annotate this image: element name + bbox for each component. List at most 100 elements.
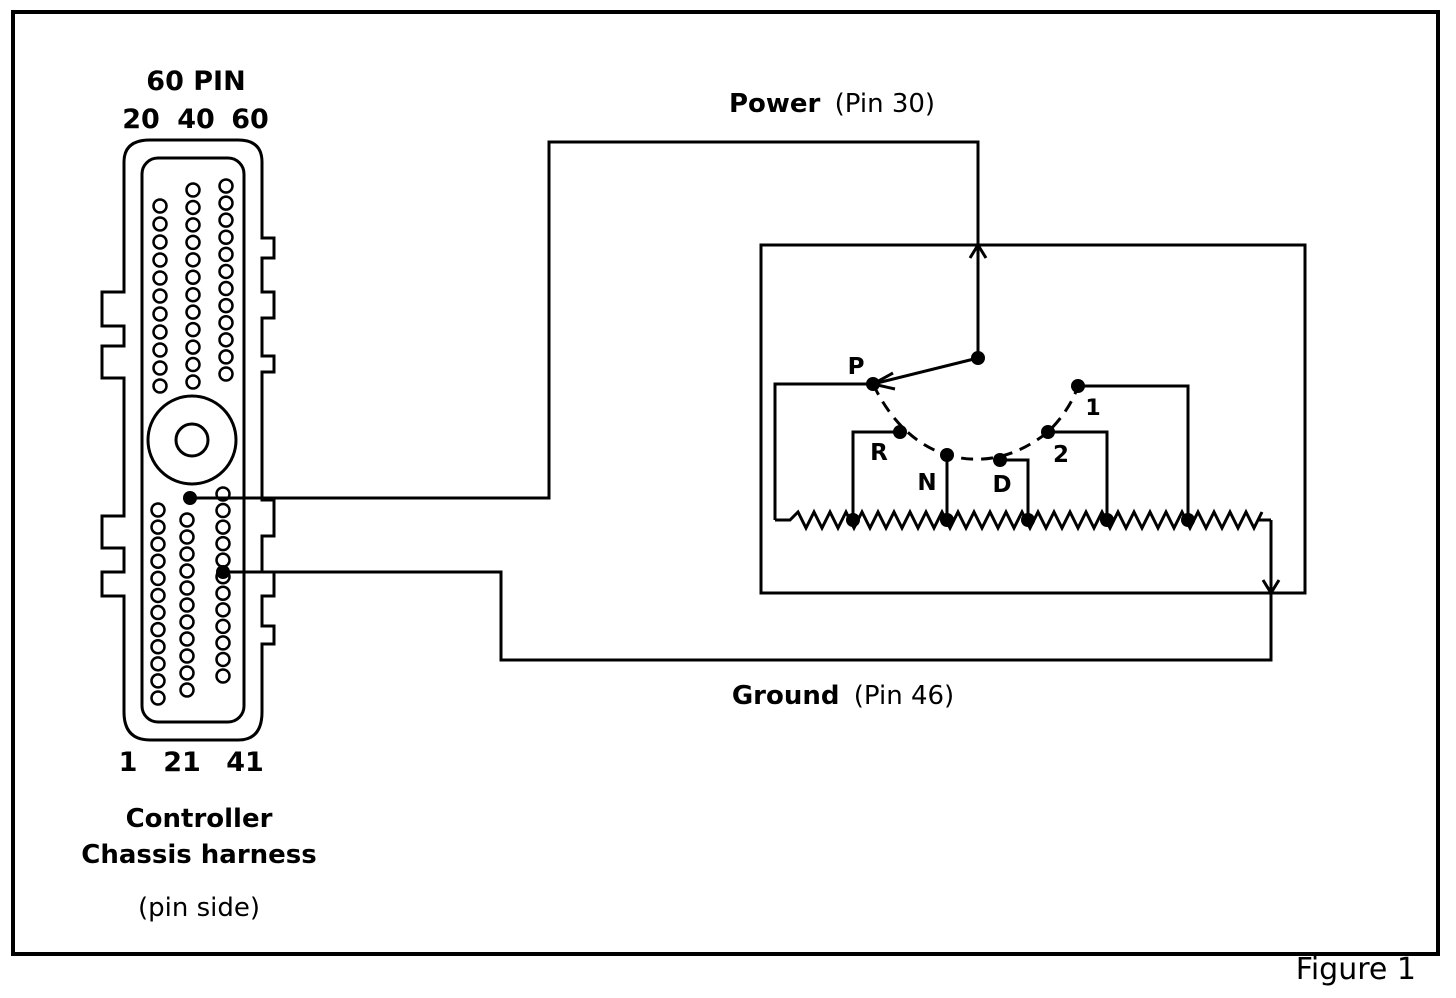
pin-hole [185, 269, 201, 286]
pin-hole [152, 216, 168, 232]
top-pin-label-40: 40 [177, 104, 215, 135]
pin-hole [150, 570, 166, 587]
ground-label-name: Ground [732, 681, 840, 711]
pin-hole [150, 621, 166, 638]
pin-hole [185, 304, 201, 320]
pin-hole [215, 519, 231, 535]
pin-hole [185, 374, 201, 390]
pin-hole [185, 252, 201, 268]
contact-dot-r [893, 425, 907, 439]
pin-hole [215, 486, 231, 502]
wiper-pivot-dot [971, 351, 985, 365]
pin-hole [185, 339, 201, 355]
pin-hole [215, 618, 231, 635]
range-switch [759, 242, 1307, 596]
pin-hole [218, 314, 234, 331]
connector-title: 60 PIN [146, 66, 245, 97]
ground-label: Ground (Pin 46) [732, 681, 954, 711]
figure-caption: Figure 1 [1295, 952, 1416, 987]
power-wire [190, 140, 980, 500]
power-entry-arrow [968, 242, 988, 259]
switch-label-1: 1 [1085, 396, 1100, 421]
pin-hole [215, 502, 231, 519]
pin-hole [150, 673, 166, 689]
ladder-node-2 [1100, 513, 1114, 527]
ladder-node-d [1021, 513, 1035, 527]
pin-hole [152, 198, 168, 214]
switch-label-p: P [848, 354, 865, 380]
contact-dot-p [866, 377, 880, 391]
pin-hole [185, 286, 201, 303]
contact-dot-n [940, 448, 954, 462]
tap-wire-2 [1048, 430, 1109, 520]
wires [190, 140, 1273, 662]
pin-hole [218, 332, 234, 348]
ground-label-pin: (Pin 46) [854, 681, 954, 711]
power-pin-junction [183, 491, 197, 505]
pin-hole [215, 552, 231, 568]
pin-hole [179, 512, 195, 528]
pin-hole [152, 252, 168, 268]
contact-dot-d [993, 453, 1007, 467]
switch-contact-arc [871, 383, 1080, 461]
pin-hole [150, 656, 166, 672]
resistor-ladder [775, 508, 1271, 532]
connector-name-line1: Controller [126, 804, 273, 834]
pin-hole [215, 651, 231, 668]
ladder-node-1 [1181, 513, 1195, 527]
pin-hole [150, 502, 166, 518]
pin-hole [218, 195, 234, 211]
pin-hole [152, 342, 168, 358]
tap-wire-d [1000, 458, 1030, 520]
pin-hole [179, 546, 195, 562]
switch-label-2: 2 [1053, 442, 1069, 468]
pin-hole [185, 234, 201, 251]
tap-wire-p [773, 382, 873, 520]
bottom-pin-label-21: 21 [163, 747, 201, 778]
switch-contact-dots [846, 351, 1195, 527]
bottom-pin-label-41: 41 [226, 747, 264, 778]
ladder-node-r [846, 513, 860, 527]
pin-hole [215, 668, 231, 684]
pin-hole [185, 182, 201, 198]
connector-key-ring [146, 394, 238, 486]
bottom-pin-label-1: 1 [119, 747, 138, 778]
pin-hole [152, 360, 168, 376]
pin-hole [179, 631, 195, 647]
ground-exit-arrow [1261, 579, 1281, 596]
power-label: Power (Pin 30) [729, 89, 935, 119]
pin-hole [185, 321, 201, 338]
pin-hole [150, 519, 166, 535]
pin-hole [218, 297, 234, 314]
connector-outer-shell [100, 138, 276, 742]
diagram-frame [11, 10, 1440, 956]
contact-dot-1 [1071, 379, 1085, 393]
pin-hole [185, 356, 201, 373]
pin-hole [218, 246, 234, 263]
pin-hole [179, 614, 195, 630]
top-pin-label-20: 20 [122, 104, 160, 135]
connector-60-pin [100, 138, 276, 742]
pin-hole [185, 199, 201, 216]
pin-hole [150, 638, 166, 655]
switch-label-r: R [870, 440, 888, 466]
ladder-node-n [940, 513, 954, 527]
pin-hole [179, 529, 195, 545]
pin-hole [179, 682, 195, 698]
wiper-arm [872, 356, 979, 386]
pin-hole [179, 580, 195, 596]
connector-side-note: (pin side) [138, 893, 260, 923]
pin-hole [152, 234, 168, 250]
pin-hole [218, 178, 234, 194]
pin-hole [215, 602, 231, 618]
switch-label-d: D [992, 472, 1011, 498]
pin-hole [150, 604, 166, 621]
tap-wire-1 [1078, 384, 1190, 520]
pin-hole [152, 378, 168, 394]
tap-wire-r [851, 430, 900, 520]
ground-pin-junction [216, 565, 230, 579]
pin-hole [179, 563, 195, 579]
pin-hole [150, 690, 166, 706]
range-switch-housing [759, 243, 1307, 595]
